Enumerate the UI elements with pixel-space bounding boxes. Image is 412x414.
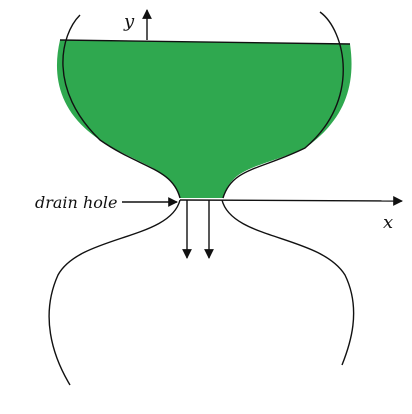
vessel-right-wall	[222, 11, 344, 199]
lower-left-wall	[48, 199, 181, 386]
liquid-fill	[56, 40, 352, 198]
drain-hole-label: drain hole	[35, 193, 117, 212]
y-axis-label: y	[123, 11, 135, 32]
lower-right-wall	[221, 199, 355, 366]
x-axis-arrow	[179, 196, 403, 206]
x-axis-label: x	[383, 212, 393, 233]
liquid-surface	[59, 39, 351, 45]
